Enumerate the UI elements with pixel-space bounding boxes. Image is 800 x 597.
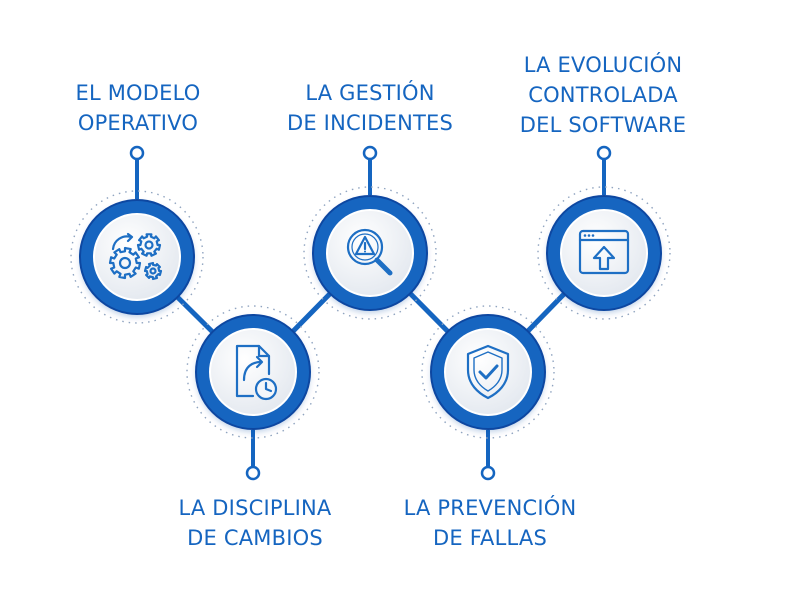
step-1-label-line-2: OPERATIVO [77,111,199,135]
step-1-node [70,145,204,324]
shield-check-icon [466,344,510,400]
step-3-pin [362,145,378,161]
node-layer [70,145,671,481]
step-4-label-line-1: LA PREVENCIÓN [403,496,577,520]
step-5-ring-edge [546,195,662,311]
step-1-label: EL MODELO OPERATIVO [38,78,238,138]
document-change-clock-icon [235,344,278,401]
step-2-node [186,305,320,481]
step-1-ring-edge [79,199,195,315]
step-4-pin [480,465,496,481]
step-4-disc [444,328,532,416]
step-5-disc [560,209,648,297]
step-4-node [421,305,555,481]
step-2-disc [209,328,297,416]
step-5-label: LA EVOLUCIÓN CONTROLADA DEL SOFTWARE [488,50,718,140]
step-2-label-line-1: LA DISCIPLINA [178,496,332,520]
step-3-label-line-1: LA GESTIÓN [305,81,435,105]
step-5-halo [537,186,671,320]
step-4-halo [421,305,555,439]
step-2-halo [186,305,320,439]
step-2-label-line-2: DE CAMBIOS [187,526,323,550]
step-2-label: LA DISCIPLINA DE CAMBIOS [150,493,360,553]
step-5-pin [596,145,612,161]
browser-upload-icon [578,229,630,275]
step-2-pin [245,465,261,481]
step-5-node [537,145,671,320]
step-4-label: LA PREVENCIÓN DE FALLAS [380,493,600,553]
step-4-label-line-2: DE FALLAS [432,526,547,550]
step-2-ring-edge [195,314,311,430]
step-5-label-line-1: LA EVOLUCIÓN [523,53,683,77]
step-3-halo [303,186,437,320]
step-1-pin [129,145,145,161]
magnifier-warning-icon [346,228,393,276]
step-3-ring-edge [312,195,428,311]
step-3-node [303,145,437,320]
step-1-halo [70,190,204,324]
step-1-label-line-1: EL MODELO [75,81,201,105]
gears-icon [108,232,163,281]
step-3-label-line-2: DE INCIDENTES [286,111,454,135]
step-4-ring-edge [430,314,546,430]
step-5-label-line-3: DEL SOFTWARE [519,113,687,137]
step-5-label-line-2: CONTROLADA [528,83,678,107]
step-3-label: LA GESTIÓN DE INCIDENTES [265,78,475,138]
